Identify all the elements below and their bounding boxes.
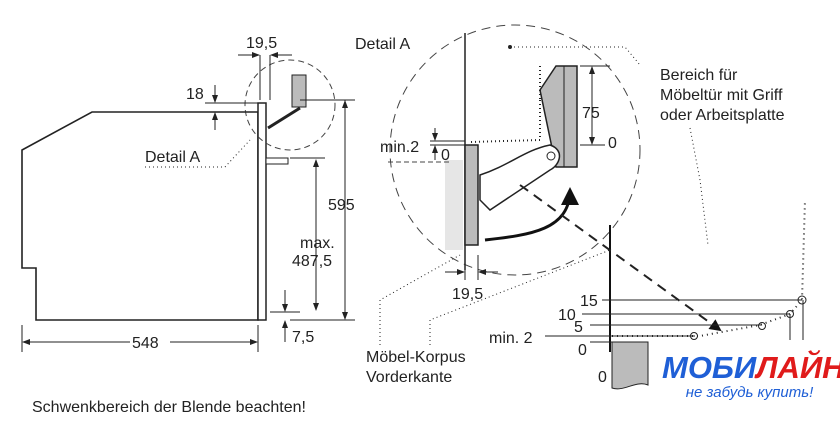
dim-zero-left: 0: [441, 147, 450, 164]
detail-circle: [389, 24, 641, 276]
area-label-line-3: oder Arbeitsplatte: [660, 107, 785, 124]
dim-75: 75: [582, 105, 600, 122]
dim-top-gap: 18: [186, 86, 204, 103]
detail-callout: Detail A: [145, 149, 200, 166]
dim-depth: 548: [132, 335, 159, 352]
mobilain-logo: МОБИЛАЙН не забудь купить!: [662, 350, 840, 402]
level-5: 5: [574, 319, 583, 336]
level-15: 15: [580, 293, 598, 310]
area-label-line-1: Bereich für: [660, 67, 738, 84]
small-detail-circle: [244, 59, 336, 151]
dim-zero-right: 0: [608, 135, 617, 152]
level-10: 10: [558, 307, 576, 324]
cabinet-front: [464, 144, 479, 246]
detail-title: Detail A: [355, 36, 410, 53]
dim-max-value: 487,5: [292, 253, 332, 270]
level-min2: min. 2: [489, 330, 533, 347]
dim-max-label: max.: [300, 235, 335, 252]
bottom-zero: 0: [598, 369, 607, 386]
swing-note: Schwenkbereich der Blende beachten!: [32, 399, 306, 416]
cabinet-label-line-1: Möbel-Korpus: [366, 349, 466, 366]
dim-height: 595: [328, 197, 355, 214]
oven-front-panel: [257, 102, 267, 321]
dim-bottom: 7,5: [292, 329, 314, 346]
logo-blue-part: МОБИ: [662, 350, 757, 385]
cabinet-label-line-2: Vorderkante: [366, 369, 452, 386]
logo-red-part: ЛАЙН: [756, 350, 840, 385]
logo-tagline: не забудь купить!: [685, 384, 814, 401]
dim-bottom-width: 19,5: [452, 286, 483, 303]
area-label-line-2: Möbeltür mit Griff: [660, 87, 783, 104]
level-0: 0: [578, 342, 587, 359]
dim-top-width: 19,5: [246, 35, 277, 52]
dim-min: min.2: [380, 139, 419, 156]
oven-body: [21, 111, 259, 321]
small-hinge: [291, 74, 307, 108]
